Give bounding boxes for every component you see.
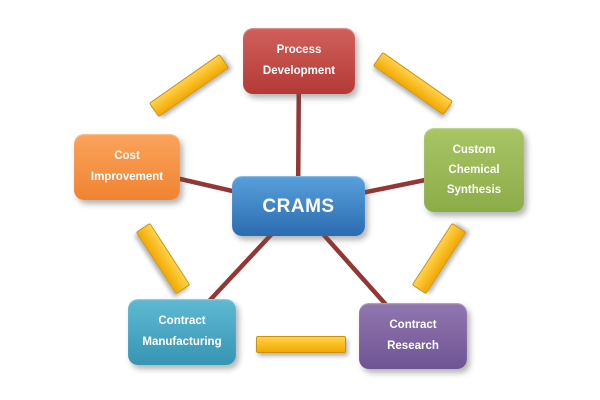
center-node-crams: CRAMS	[232, 176, 365, 236]
node-label-line: Process	[276, 43, 322, 56]
node-label-line: Improvement	[90, 171, 164, 183]
node-label-line: Chemical	[448, 163, 500, 176]
node-label-line: Cost	[114, 149, 140, 162]
node-label-line: Contract	[158, 314, 206, 327]
node-label-line: Development	[262, 65, 336, 77]
decorative-bar-bottom	[256, 336, 346, 353]
node-label-line: Synthesis	[446, 184, 502, 197]
node-label-line: Custom	[452, 143, 496, 156]
node-process-development: Process Development	[243, 28, 355, 94]
node-label-line: Contract	[389, 318, 437, 331]
node-label-line: Research	[387, 340, 439, 352]
node-contract-manufacturing: Contract Manufacturing	[128, 299, 236, 365]
node-contract-research: Contract Research	[359, 303, 467, 369]
center-node-label: CRAMS	[262, 195, 335, 217]
node-custom-chemical-synthesis: Custom Chemical Synthesis	[424, 128, 524, 212]
node-cost-improvement: Cost Improvement	[74, 134, 180, 200]
node-label-line: Manufacturing	[142, 336, 222, 348]
